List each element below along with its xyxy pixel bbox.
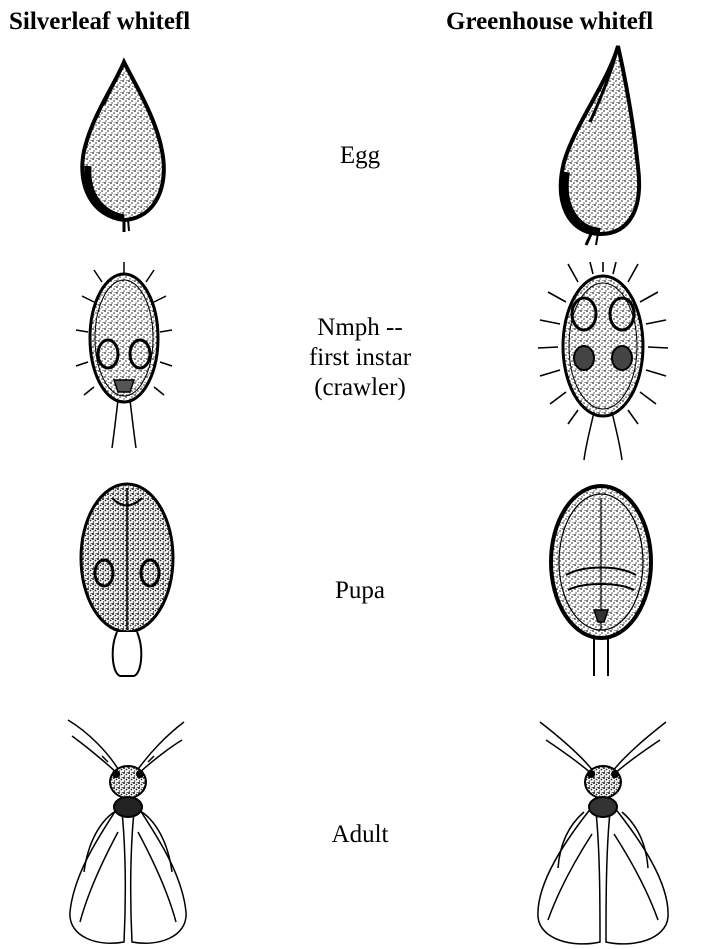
- column-header-silverleaf: Silverleaf whitefl: [9, 8, 190, 36]
- column-header-greenhouse: Greenhouse whitefl: [446, 8, 653, 36]
- silverleaf-nymph-icon: [74, 262, 174, 452]
- stage-label-nymph: Nmph -- first instar (crawler): [270, 313, 450, 403]
- silverleaf-adult-whitefly-icon: [58, 712, 198, 949]
- stage-label-line: first instar: [270, 343, 450, 373]
- stage-label-pupa: Pupa: [270, 576, 450, 606]
- stage-label-line: Adult: [270, 820, 450, 850]
- stage-label-line: Nmph --: [270, 313, 450, 343]
- greenhouse-egg-icon: [546, 42, 656, 247]
- silverleaf-egg-icon: [74, 56, 174, 236]
- stage-label-egg: Egg: [270, 141, 450, 171]
- stage-label-line: Egg: [270, 141, 450, 171]
- stage-label-line: Pupa: [270, 576, 450, 606]
- stage-label-line: (crawler): [270, 373, 450, 403]
- greenhouse-nymph-icon: [538, 262, 668, 462]
- silverleaf-pupa-icon: [72, 478, 182, 678]
- stage-label-adult: Adult: [270, 820, 450, 850]
- greenhouse-pupa-icon: [544, 480, 659, 680]
- greenhouse-adult-whitefly-icon: [528, 712, 678, 949]
